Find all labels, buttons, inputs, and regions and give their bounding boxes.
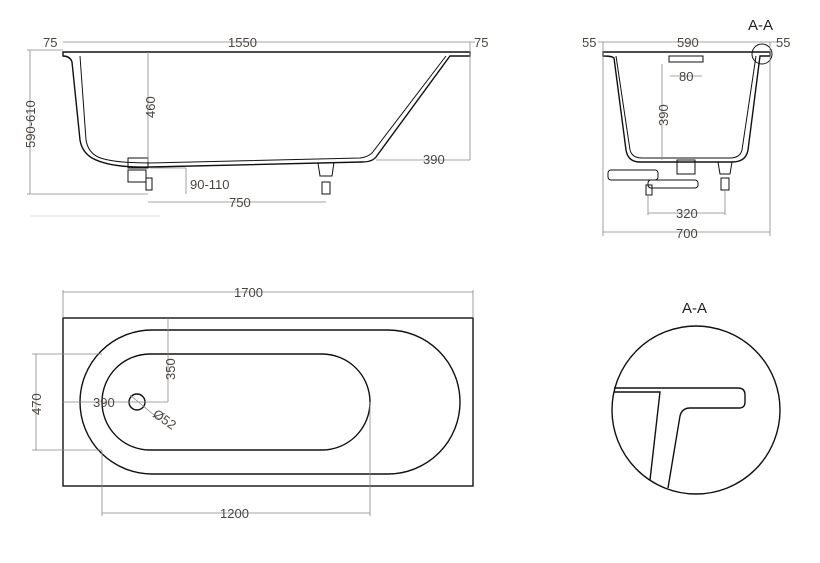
dim-drain-offset-y: 350 (163, 358, 178, 380)
dim-section-flange-left: 55 (582, 35, 596, 50)
dim-length-top: 1550 (228, 35, 257, 50)
dim-drain-offset-x: 390 (93, 395, 115, 410)
dim-waste-height: 90-110 (190, 177, 230, 192)
detail-circle (611, 325, 781, 495)
side-leg (317, 161, 335, 177)
dim-section-flange-right: 55 (776, 35, 790, 50)
dim-flange-left: 75 (43, 35, 57, 50)
detail-label: A-A (682, 300, 707, 317)
side-waste-pipe (145, 177, 153, 191)
dim-overflow-width: 80 (679, 69, 693, 84)
dim-section-leg-spacing: 320 (676, 206, 698, 221)
section-view: A-A 55 590 55 80 390 320 700 (582, 17, 790, 241)
dim-inner-width: 590 (677, 35, 699, 50)
section-detail-circle (751, 43, 773, 65)
detail-view: A-A (611, 300, 781, 495)
dim-total-length: 1700 (234, 285, 263, 300)
section-overflow (668, 55, 704, 63)
section-tub-outline (602, 51, 771, 163)
side-tub-outline (62, 51, 471, 168)
detail-rim-profile (614, 387, 746, 489)
dim-inner-length: 1200 (220, 506, 249, 521)
side-leg-foot (321, 181, 331, 195)
dim-total-width: 700 (676, 226, 698, 241)
plan-view: 1700 470 350 390 Ø52 1200 (29, 285, 474, 521)
side-waste-trap (127, 169, 147, 183)
dim-slope-base: 390 (423, 152, 445, 167)
dim-total-width-plan: 470 (29, 393, 44, 415)
section-drain (676, 159, 696, 175)
section-waste-pipe (607, 169, 659, 181)
side-drain (127, 157, 149, 169)
dim-flange-right: 75 (474, 35, 488, 50)
section-label: A-A (748, 17, 773, 34)
dim-leg-spacing: 750 (229, 195, 251, 210)
dim-depth: 460 (143, 96, 158, 118)
dim-drain-diameter: Ø52 (150, 406, 179, 432)
side-view: 75 1550 75 590-610 460 390 90-110 750 (23, 35, 488, 217)
side-tub-inner (79, 55, 447, 164)
dim-overflow-height: 390 (656, 104, 671, 126)
dim-total-height: 590-610 (23, 100, 38, 148)
